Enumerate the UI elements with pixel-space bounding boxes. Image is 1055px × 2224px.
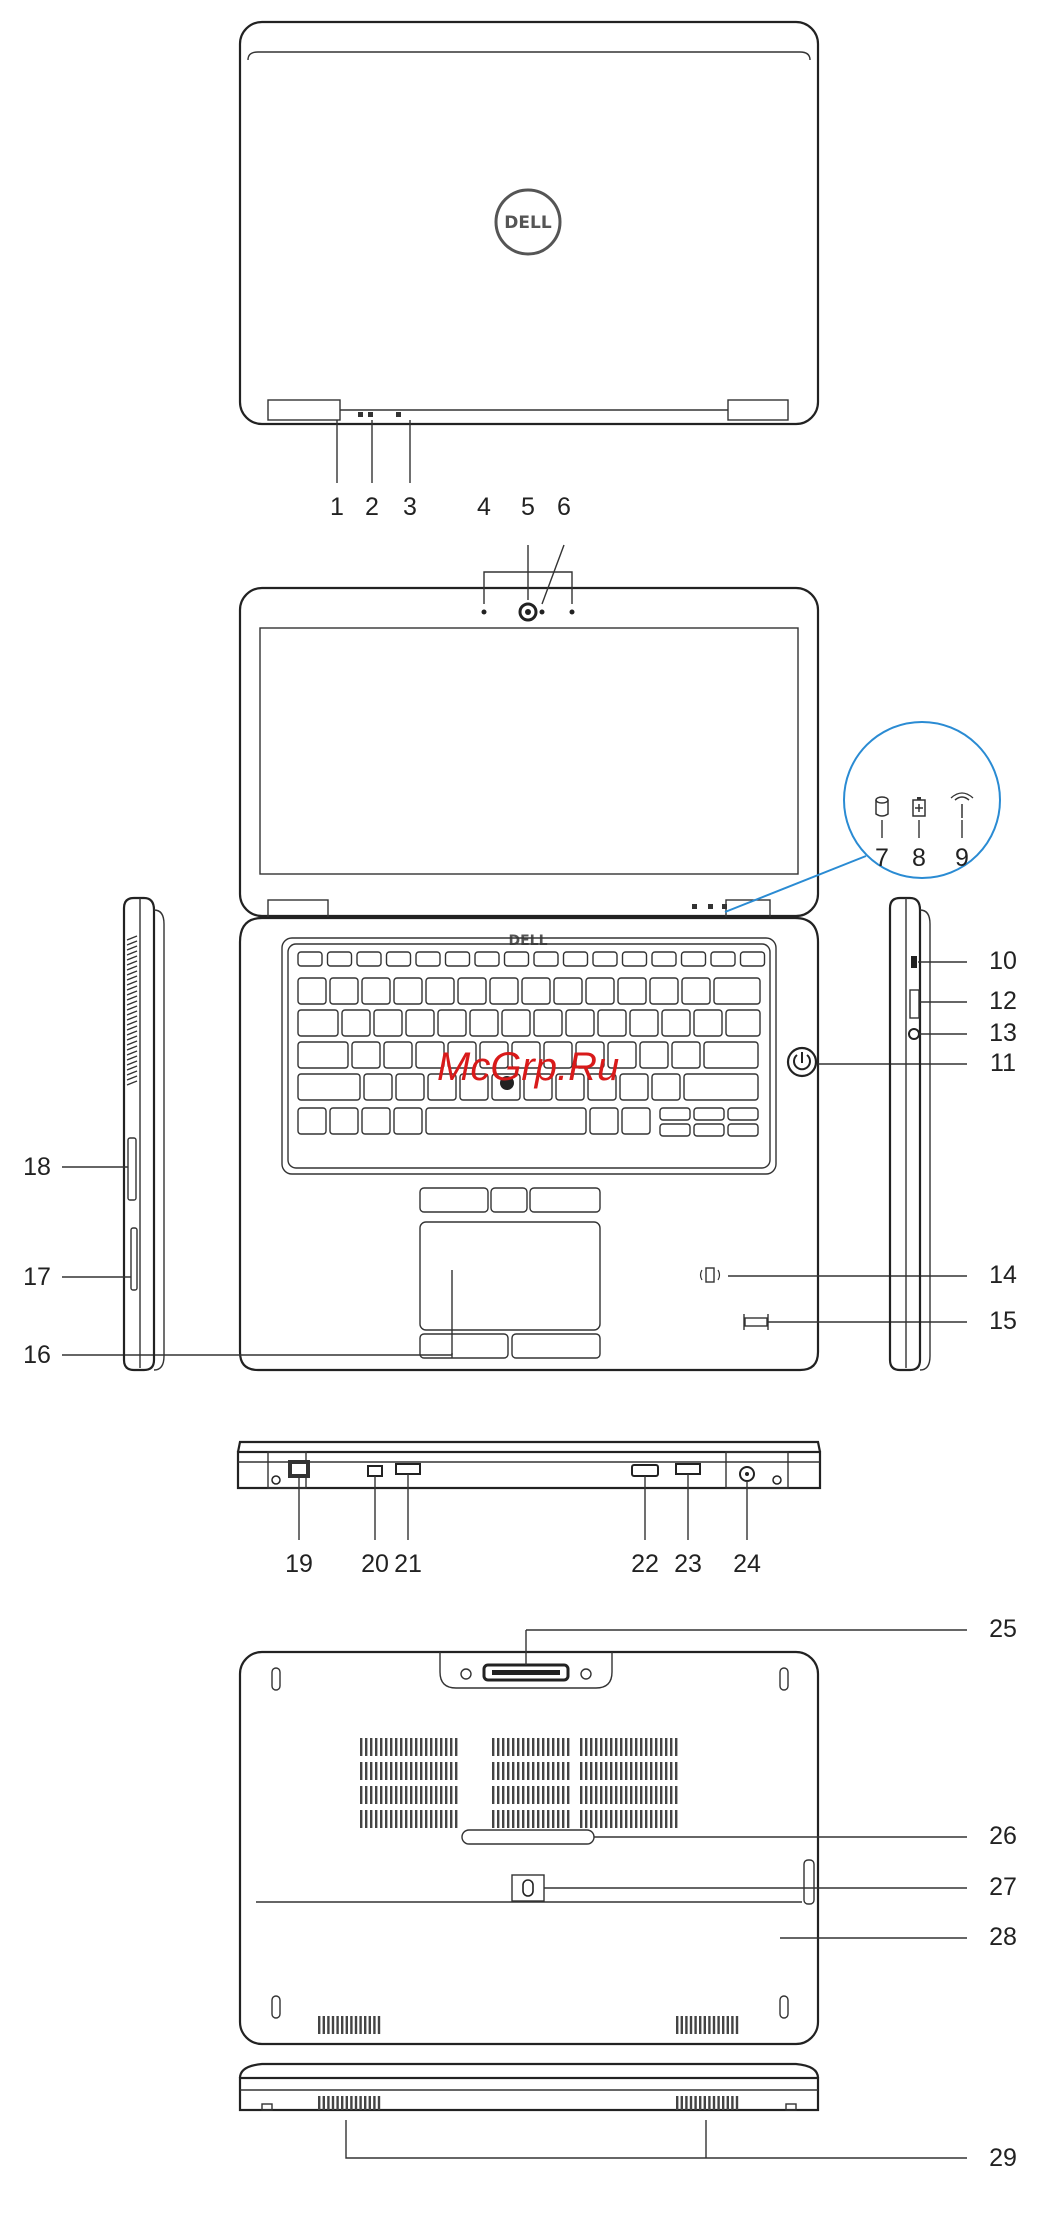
callout-23: 23	[674, 1550, 702, 1578]
callout-11: 11	[990, 1049, 1016, 1077]
callout-5: 5	[521, 493, 535, 521]
callout-19: 19	[285, 1550, 313, 1578]
usb-port-right	[910, 990, 919, 1018]
callout-29: 29	[989, 2144, 1017, 2172]
lid-view: DELL 1 2 3	[240, 22, 818, 521]
watermark: McGrp.Ru	[437, 1045, 619, 1089]
battery-release-latch	[512, 1875, 544, 1901]
callout-3: 3	[403, 493, 417, 521]
callout-15: 15	[989, 1307, 1017, 1335]
smart-card-slot	[128, 1138, 136, 1200]
callout-2: 2	[365, 493, 379, 521]
front-view	[240, 2064, 967, 2158]
callout-22: 22	[631, 1550, 659, 1578]
callout-26: 26	[989, 1822, 1017, 1850]
callout-14: 14	[989, 1261, 1017, 1289]
left-vent	[127, 936, 137, 1085]
fingerprint-reader	[745, 1318, 767, 1326]
left-side-view	[62, 898, 164, 1370]
nfc-icon	[701, 1268, 720, 1282]
service-tag-label	[462, 1830, 594, 1844]
hdd-activity-icon	[876, 797, 888, 816]
security-lock-slot	[911, 956, 917, 968]
bottom-vents	[360, 1738, 677, 1828]
callout-13: 13	[989, 1019, 1017, 1047]
usb-port-rear-right	[676, 1464, 700, 1474]
callout-28: 28	[989, 1923, 1017, 1951]
hdmi-port	[632, 1465, 658, 1476]
callout-18: 18	[23, 1153, 51, 1181]
callout-8: 8	[912, 844, 926, 872]
rear-view: 19 20 21 22 23 24	[238, 1442, 820, 1578]
touchpad	[420, 1222, 600, 1330]
bottom-speaker-grilles	[318, 2016, 738, 2034]
svg-text:DELL: DELL	[504, 213, 552, 233]
callout-12: 12	[989, 987, 1017, 1015]
callout-4: 4	[477, 493, 491, 521]
bezel-dell-logo: DELL	[508, 933, 547, 949]
dell-logo: DELL	[496, 190, 560, 254]
callout-20: 20	[361, 1550, 389, 1578]
callout-27: 27	[989, 1873, 1017, 1901]
callout-9: 9	[955, 844, 969, 872]
callout-7: 7	[875, 844, 889, 872]
callout-17: 17	[23, 1263, 51, 1291]
battery-icon	[913, 797, 925, 816]
mini-displayport	[368, 1466, 382, 1476]
power-button	[788, 1048, 816, 1076]
callout-6: 6	[557, 493, 571, 521]
callout-21: 21	[394, 1550, 422, 1578]
callout-1: 1	[330, 493, 344, 521]
callout-16: 16	[23, 1341, 51, 1369]
right-side-view	[890, 898, 967, 1370]
front-speaker-grilles	[318, 2096, 738, 2110]
callout-24: 24	[733, 1550, 761, 1578]
usb-port-rear-left	[396, 1464, 420, 1474]
bottom-view	[240, 1630, 967, 2044]
callout-25: 25	[989, 1615, 1017, 1643]
callout-10: 10	[989, 947, 1017, 975]
sd-card-slot	[131, 1228, 137, 1290]
open-laptop-view: 4 5 6 DELL 7 8 9	[62, 493, 1000, 1370]
wireless-icon	[951, 793, 973, 818]
audio-jack	[909, 1029, 919, 1039]
keyboard	[298, 952, 765, 1136]
